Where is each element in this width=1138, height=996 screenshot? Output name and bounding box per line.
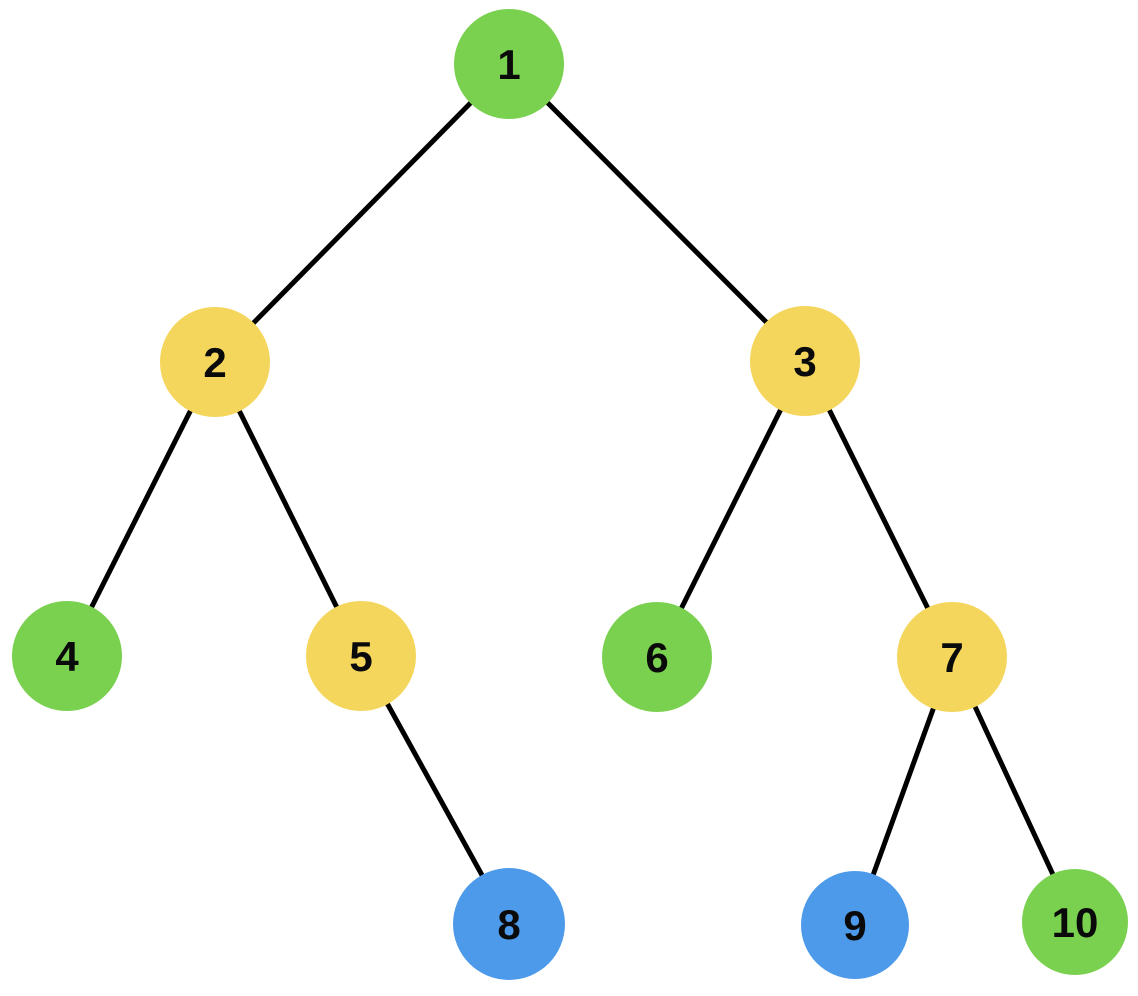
node-circle-green [1022,869,1128,975]
tree-edge-3-6 [654,358,808,660]
tree-node-6: 6 [602,602,712,712]
node-label: 9 [843,902,866,949]
tree-node-2: 2 [160,307,270,417]
tree-node-4: 4 [12,601,122,711]
tree-node-9: 9 [801,871,909,979]
tree-edges [64,61,1078,928]
node-label: 7 [940,634,963,681]
node-label: 4 [55,633,79,680]
node-circle-yellow [306,601,416,711]
node-circle-green [12,601,122,711]
tree-nodes: 1 2 3 4 5 6 7 8 9 10 [12,9,1128,980]
tree-node-7: 7 [897,602,1007,712]
node-circle-yellow [160,307,270,417]
node-circle-yellow [897,602,1007,712]
tree-edge-1-3 [506,61,808,364]
tree-node-3: 3 [750,306,860,416]
node-label: 6 [645,634,668,681]
tree-node-10: 10 [1022,869,1128,975]
node-circle-green [454,9,564,119]
node-label: 2 [203,339,226,386]
tree-node-8: 8 [453,868,565,980]
node-label: 1 [497,41,520,88]
tree-edge-1-2 [212,61,512,365]
tree-node-5: 5 [306,601,416,711]
node-label: 8 [497,901,520,948]
node-label: 5 [349,633,372,680]
tree-edge-3-7 [802,358,955,660]
node-circle-yellow [750,306,860,416]
node-circle-blue [801,871,909,979]
tree-node-1: 1 [454,9,564,119]
node-label: 3 [793,338,816,385]
node-label: 10 [1052,899,1099,946]
node-circle-blue [453,868,565,980]
node-circle-green [602,602,712,712]
